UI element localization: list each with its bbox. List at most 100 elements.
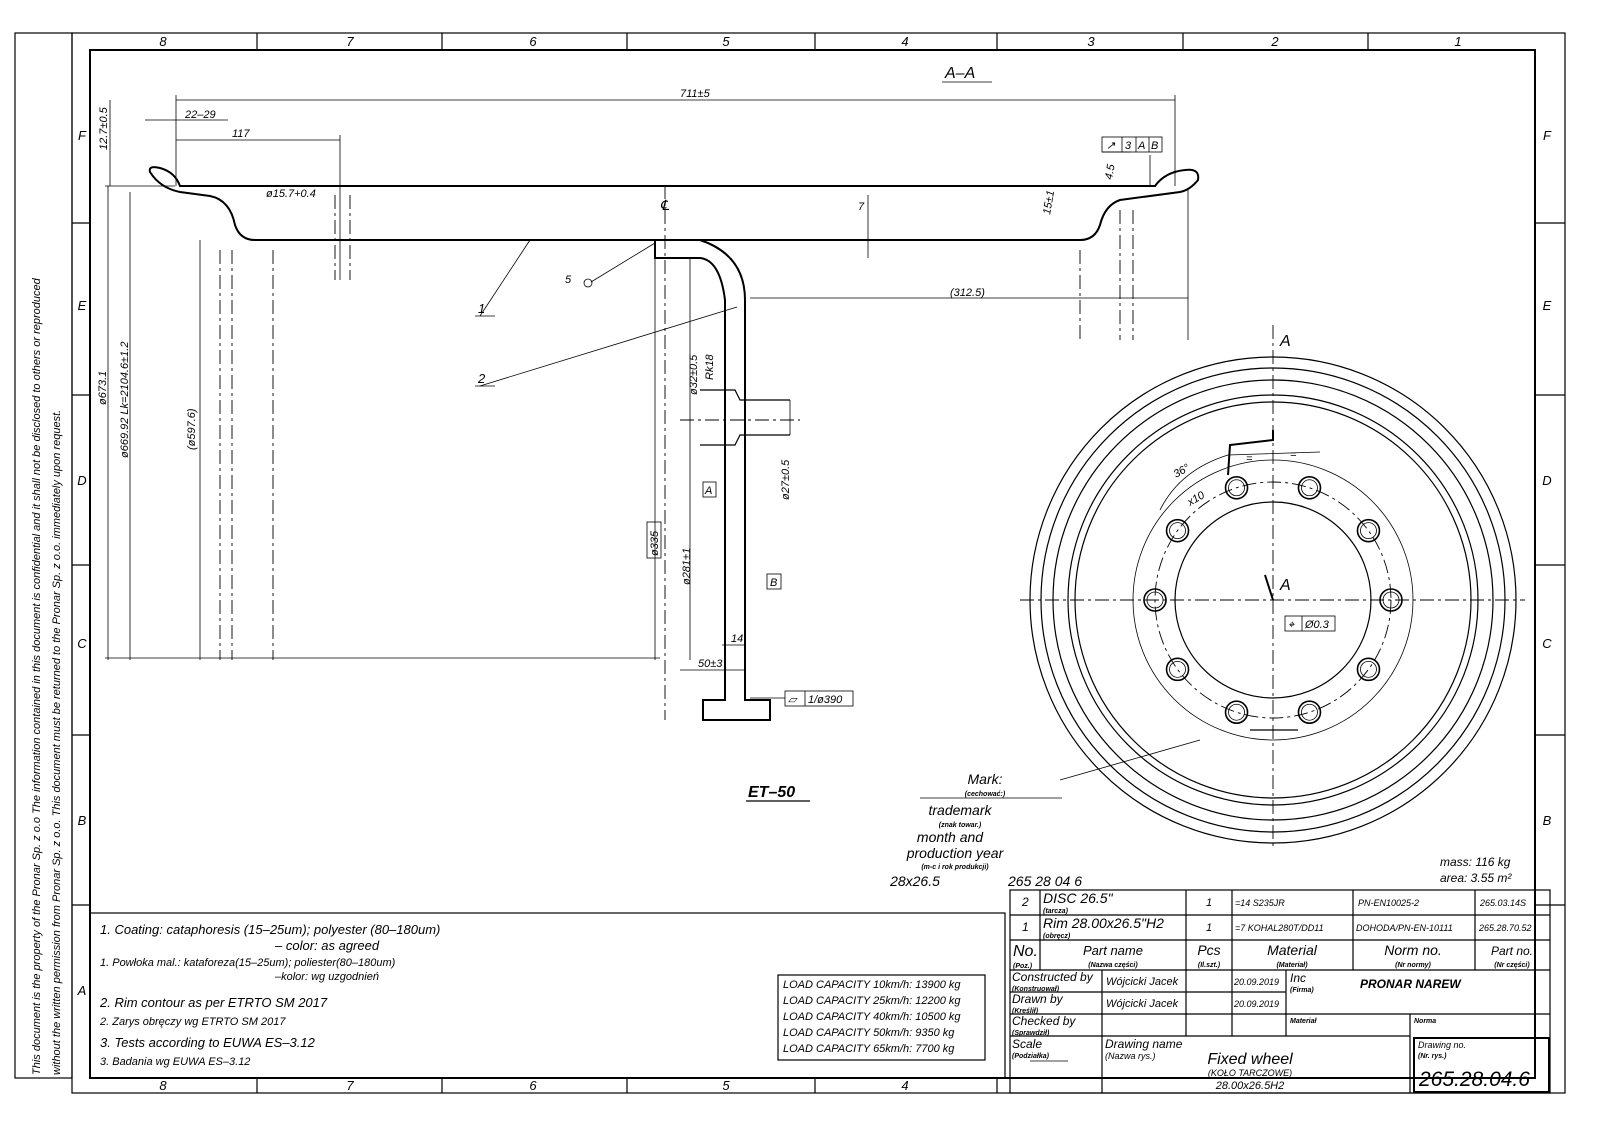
drawn-by-label-pl: (Kreślił) <box>1012 1008 1039 1015</box>
notice-line-1: This document is the property of the Pro… <box>31 277 43 1075</box>
column-label: 4 <box>901 1078 908 1093</box>
bolt-hole <box>1169 660 1186 678</box>
header-part-name-pl: (Nazwa części) <box>1088 962 1138 969</box>
production-label-pl: (m-c i rok produkcji) <box>921 864 989 871</box>
position-icon: ⌖ <box>1288 619 1295 631</box>
bolt-hole <box>1301 479 1318 497</box>
part-material: =7 KOHAL280T/DD11 <box>1235 923 1324 933</box>
part-no: 1 <box>1022 920 1029 934</box>
section-title: A–A <box>944 65 975 82</box>
section-view-a-a: A–A 711±5 22–2 <box>97 65 1201 802</box>
checked-by-label-pl: (Sprawdził) <box>1012 1030 1050 1037</box>
bolt-hole <box>1360 522 1377 540</box>
header-part-no: Part no. <box>1491 944 1533 958</box>
header-no-pl: (Poz.) <box>1013 963 1033 970</box>
column-label: 5 <box>722 34 730 49</box>
dim-32: ø32±0.5 <box>688 354 700 395</box>
dim-valve-hole: ø15.7+0.4 <box>266 188 316 200</box>
centerline-symbol: ℄ <box>660 197 670 213</box>
drawing-name: Fixed wheel <box>1207 1051 1293 1068</box>
row-label: C <box>1542 636 1552 651</box>
part-name-pl: (obręcz) <box>1043 933 1071 940</box>
mark-code: 265 28 04 6 <box>1007 873 1082 889</box>
confidentiality-notice: This document is the property of the Pro… <box>14 32 73 1079</box>
dim-669: ø669.92 Lk=2104.6±1.2 <box>119 342 131 458</box>
bolt-hole <box>1224 700 1249 725</box>
constructed-by-label: Constructed by <box>1012 970 1094 984</box>
load-capacity-row: LOAD CAPACITY 50km/h: 9350 kg <box>783 1027 955 1039</box>
note: 1. Coating: cataphoresis (15–25um); poly… <box>100 922 440 937</box>
part-norm: PN-EN10025-2 <box>1358 898 1419 908</box>
section-marker-center: A <box>1279 577 1291 594</box>
bolt-hole <box>1228 703 1245 721</box>
company-label-pl: (Firma) <box>1290 987 1314 994</box>
row-label: F <box>1543 128 1552 143</box>
drawn-by-label: Drawn by <box>1012 992 1064 1006</box>
datum-b: B <box>770 577 777 589</box>
angle-36: 36° <box>1172 462 1193 481</box>
load-capacity-row: LOAD CAPACITY 40km/h: 10500 kg <box>783 1011 961 1023</box>
mass: mass: 116 kg <box>1440 855 1511 869</box>
bolt-hole <box>1360 660 1377 678</box>
gdt-value: Ø0.3 <box>1304 619 1330 631</box>
dim-7: 7 <box>858 201 865 213</box>
drawing-number-box <box>1413 1037 1550 1093</box>
bolt-hole <box>1356 518 1381 543</box>
drawing-name-label: Drawing name <box>1105 1037 1183 1051</box>
load-capacity-table: LOAD CAPACITY 10km/h: 13900 kg LOAD CAPA… <box>777 974 986 1061</box>
dim-312-5: (312.5) <box>950 287 985 299</box>
marking-note: Mark: (cechować:) trademark (znak towar.… <box>889 771 1082 889</box>
note: 2. Zarys obręczy wg ETRTO SM 2017 <box>99 1016 286 1028</box>
drafter-name: Wójcicki Jacek <box>1106 998 1179 1010</box>
bolt-hole <box>1297 475 1322 500</box>
column-label: 6 <box>529 34 537 49</box>
title-block: 2 DISC 26.5" (tarcza) 1 =14 S235JR PN-EN… <box>1009 889 1551 1094</box>
drawn-date: 20.09.2019 <box>1233 999 1279 1009</box>
column-label: 7 <box>346 1078 354 1093</box>
dim-15: 15±1 <box>1041 189 1057 215</box>
part-number: 265.03.14S <box>1479 898 1526 908</box>
checked-by-label: Checked by <box>1012 1014 1076 1028</box>
column-label: 2 <box>1270 34 1279 49</box>
dim-281: ø281±1 <box>681 548 693 585</box>
gdt-datum: A <box>1137 140 1145 152</box>
bolt-hole <box>1228 479 1245 497</box>
part-number: 265.28.70.52 <box>1478 923 1532 933</box>
company-label: Inc <box>1290 971 1306 985</box>
equal-mark: = <box>1290 449 1297 461</box>
material-label: Materiał <box>1290 1018 1318 1025</box>
part-name: Rim 28.00x26.5"H2 <box>1043 915 1164 931</box>
drawing-no-label: Drawing no. <box>1418 1040 1466 1050</box>
header-pcs: Pcs <box>1197 942 1220 958</box>
mark-label: Mark: <box>968 771 1003 787</box>
header-part-no-pl: (Nr części) <box>1494 962 1530 969</box>
row-label: B <box>78 813 87 828</box>
row-label: F <box>78 128 87 143</box>
bolt-hole <box>1356 657 1381 682</box>
dim-4-5: 4.5 <box>1103 163 1118 181</box>
bolt-hole <box>1165 518 1190 543</box>
gdt-datum: B <box>1151 140 1158 152</box>
bolt-hole <box>1165 657 1190 682</box>
note: 2. Rim contour as per ETRTO SM 2017 <box>99 995 328 1010</box>
mark-label-pl: (cechować:) <box>965 791 1006 798</box>
header-material: Material <box>1267 942 1318 958</box>
callout-1: 1 <box>478 301 485 316</box>
row-label: C <box>77 636 87 651</box>
front-view: A A 36° x10 = = ⌖ Ø0.3 <box>1020 325 1525 850</box>
drawing-no-label-pl: (Nr. rys.) <box>1418 1053 1447 1060</box>
company-name: PRONAR NAREW <box>1360 977 1462 991</box>
notice-line-2: without the written permission from Pron… <box>51 410 63 1075</box>
load-capacity-row: LOAD CAPACITY 10km/h: 13900 kg <box>783 979 961 991</box>
load-capacity-row: LOAD CAPACITY 65km/h: 7700 kg <box>783 1043 955 1055</box>
header-pcs-pl: (Il.szt.) <box>1198 962 1221 969</box>
header-norm: Norm no. <box>1384 942 1442 958</box>
row-label: B <box>1543 813 1552 828</box>
dim-117: 117 <box>232 128 250 140</box>
scale-label-pl: (Podziałka) <box>1012 1053 1050 1060</box>
load-capacity-row: LOAD CAPACITY 25km/h: 12200 kg <box>783 995 961 1007</box>
header-material-pl: (Materiał) <box>1276 962 1308 969</box>
et-offset: ET–50 <box>748 784 795 801</box>
header-part-name: Part name <box>1083 943 1143 958</box>
